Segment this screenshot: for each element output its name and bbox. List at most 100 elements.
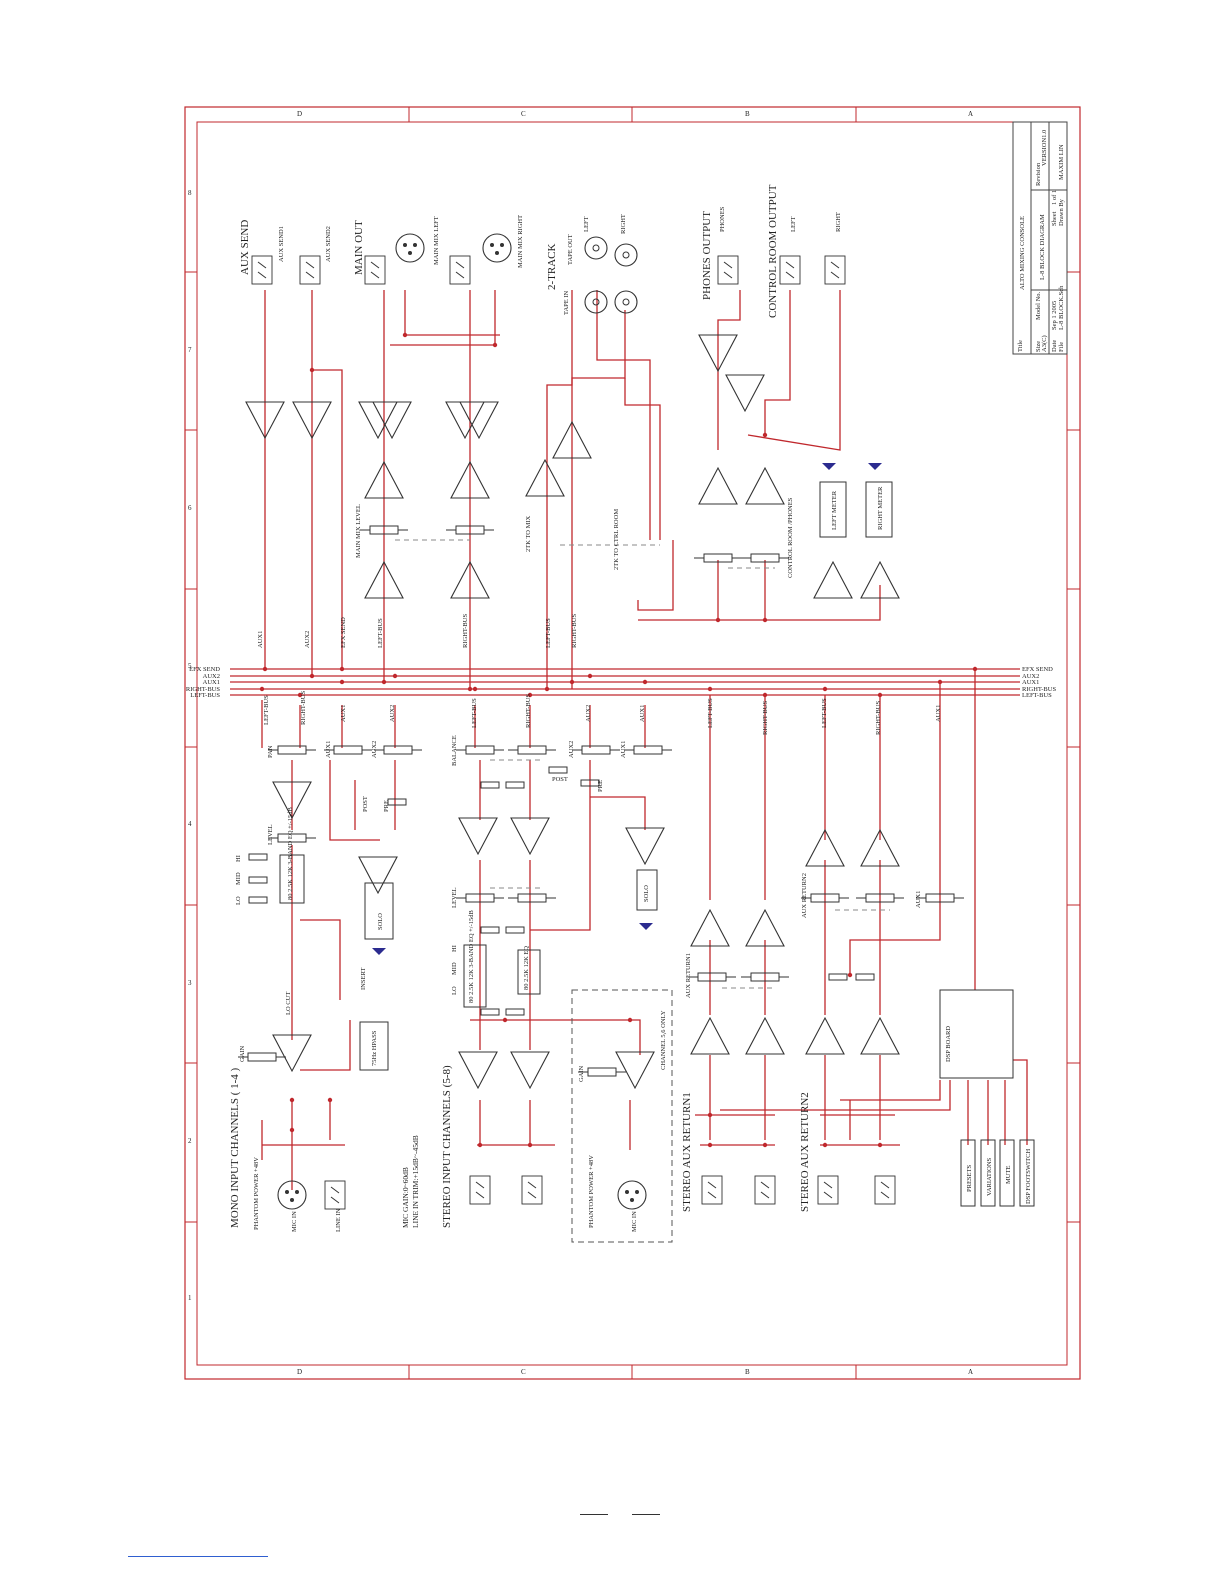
tap-left-mono: LEFT-BUS: [263, 695, 270, 725]
main-right-xlr: [482, 233, 512, 263]
balance-left-pot: [455, 745, 505, 755]
aux-return2-label: AUX RETURN2: [801, 873, 808, 918]
bus-label-aux1-right: AUX1: [1022, 679, 1039, 686]
pan-label: PAN: [267, 745, 274, 758]
stereo-aux1-label: AUX1: [620, 741, 627, 758]
tb-drawn: MAXIM LIN: [1058, 144, 1065, 180]
lo-cut-label: LO CUT: [285, 992, 292, 1015]
zone-bottom-2: C: [521, 1368, 526, 1376]
aux-send2-label: AUX SEND2: [325, 226, 332, 262]
tap-left-stereo: LEFT-BUS: [471, 698, 478, 728]
eq-blocks: [279, 854, 658, 1071]
ctrl-left-jack: [779, 255, 801, 285]
main-right-amp-a: [445, 401, 485, 439]
balance-right-pot: [507, 745, 557, 755]
mono-level-label: LEVEL: [267, 824, 274, 845]
wiring: [230, 290, 1028, 1190]
aux-send-title: AUX SEND: [239, 220, 251, 275]
stereo-aux-return2-title: STEREO AUX RETURN2: [799, 1092, 811, 1212]
stereo-solo-led-icon: [639, 923, 653, 930]
mono-solo-led-icon: [372, 948, 386, 955]
stereo-solo-label: SOLO: [643, 885, 650, 902]
tap-right-ret1: RIGHT-BUS: [762, 701, 769, 735]
line-trim-note: LINE IN TRIM:+15dB~-45dB: [411, 1135, 420, 1228]
led-indicators: [372, 463, 882, 955]
tb-file: L-8 BLOCK.Sch: [1058, 285, 1065, 330]
aux-ret1-left-jack: [701, 1175, 723, 1205]
main-right-amp-b: [459, 401, 499, 439]
main-right-jack: [449, 255, 471, 285]
stereo-right-amp: [510, 817, 550, 855]
left-led-icon: [822, 463, 836, 470]
potentiometers: [237, 525, 965, 1077]
tap-aux2-stereo: AUX2: [585, 705, 592, 722]
stereo-eq-res-a: [480, 1008, 500, 1016]
stereo-input-left-amp: [458, 1051, 498, 1089]
mono-gain-label: GAIN: [239, 1045, 246, 1062]
mono-aux2-pot: [373, 745, 423, 755]
stereo-eq2-label: 80 2.5K 12K EQ: [523, 946, 530, 990]
tb-size-label: Size: [1035, 341, 1042, 352]
bus-label-aux2-right: AUX2: [1022, 673, 1039, 680]
mono-channels-title: MONO INPUT CHANNELS ( 1-4 ): [229, 1067, 241, 1228]
presets-label: PRESETS: [966, 1165, 973, 1192]
gang-links: [395, 539, 890, 989]
zone-side-1: 8: [188, 189, 192, 197]
main-left-jack: [364, 255, 386, 285]
aux-ret2-in-right-amp: [860, 1017, 900, 1055]
zone-labels: D C B A D C B A 8 7 6 5 4 3 2 1: [188, 110, 973, 1376]
main-out-title: MAIN OUT: [353, 220, 365, 275]
zone-bottom-1: D: [297, 1368, 302, 1376]
mono-eq-label: 80 2.5K 12K 3-BAND EQ +/-15dB: [287, 806, 294, 900]
main-mix-level-label-1: MAIN MIX LEVEL: [355, 504, 362, 558]
mono-mic-in-label: MIC IN: [291, 1211, 298, 1232]
tap-right-2tk: RIGHT-BUS: [571, 614, 578, 648]
mono-line-jack: [324, 1180, 346, 1210]
main-mix-right-label: MAIN MIX RIGHT: [517, 215, 524, 268]
stereo-hi-label: HI: [451, 945, 458, 952]
zone-side-3: 6: [188, 504, 192, 512]
mono-solo-label: SOLO: [377, 913, 384, 930]
aux-ret1-left-pot: [687, 972, 737, 982]
tap-efx-upper: EFX SEND: [340, 617, 347, 648]
mid-res: [248, 876, 268, 884]
zone-side-7: 2: [188, 1137, 192, 1145]
mono-pre-res: [387, 798, 407, 806]
ctrl-room-amp: [725, 374, 765, 412]
channel-56-region: [571, 989, 673, 1243]
stereo-left-amp: [458, 817, 498, 855]
stereo-mic-in-label: MIC IN: [631, 1211, 638, 1232]
aux-ret1-right-jack: [754, 1175, 776, 1205]
zone-side-8: 1: [188, 1294, 192, 1302]
connectors: [251, 233, 896, 1210]
mono-aux2-label: AUX2: [371, 741, 378, 758]
main-mix-left-label: MAIN MIX LEFT: [433, 216, 440, 265]
junctions: [259, 332, 978, 1148]
zone-side-2: 7: [188, 346, 192, 354]
footer-link-line[interactable]: [128, 1556, 268, 1557]
mic-input-amp: [615, 1051, 655, 1089]
tap-right-ret2: RIGHT-BUS: [875, 701, 882, 735]
bus-label-right-left: RIGHT-BUS: [186, 686, 220, 693]
mono-post-label: POST: [362, 796, 369, 812]
bus-label-efx-left: EFX SEND: [189, 666, 220, 673]
stereo-aux1-pot: [623, 745, 673, 755]
tb-title: ALTO MIXING CONSOLE: [1019, 216, 1026, 290]
tape-out-label: TAPE OUT: [567, 234, 574, 265]
tape-out-right-rca: [614, 243, 638, 267]
phones-output-title: PHONES OUTPUT: [701, 211, 713, 300]
zone-side-5: 4: [188, 820, 192, 828]
bus-label-right-right: RIGHT-BUS: [1022, 686, 1056, 693]
bus-label-aux2-left: AUX2: [203, 673, 220, 680]
stereo-mic-xlr: [617, 1180, 647, 1210]
bus-label-left-right: LEFT-BUS: [1022, 692, 1052, 699]
aux-ret-res-b: [855, 973, 875, 981]
aux-return1-label: AUX RETURN1: [685, 953, 692, 998]
stereo-mix-res-a: [480, 781, 500, 789]
tap-left-ret1: LEFT-BUS: [707, 698, 714, 728]
tap-left-2tk: LEFT-BUS: [545, 618, 552, 648]
dsp-outputs: [960, 1139, 1035, 1207]
ctrl-room-phones-label: CONTROL ROOM /PHONES: [787, 497, 794, 578]
